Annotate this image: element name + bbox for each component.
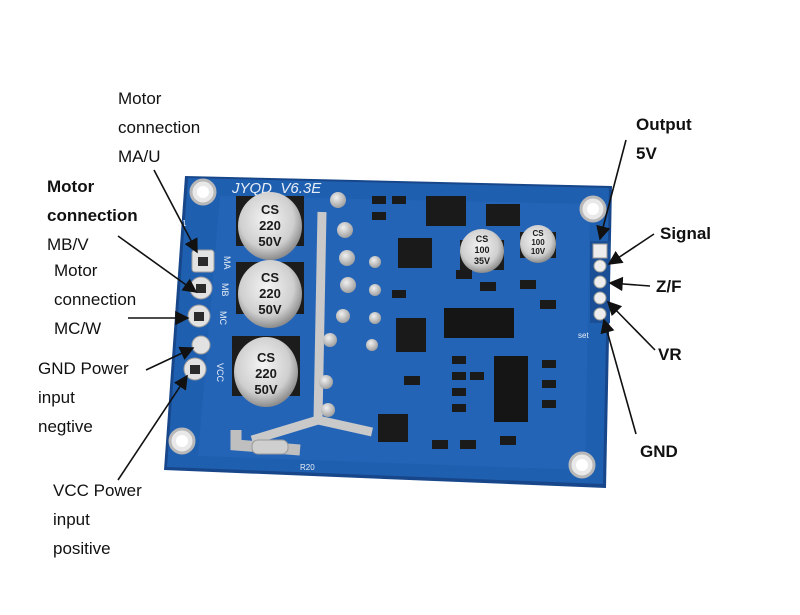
- arrow-vcc-power: [117, 374, 188, 481]
- solder-bus: [230, 192, 381, 456]
- signal-header: [590, 241, 610, 323]
- pin-label-ma: MA: [222, 256, 232, 270]
- label-gnd-power: GND Power input negtive: [38, 354, 129, 441]
- arrow-gnd-power: [145, 346, 195, 371]
- cap-small1-line3: 35V: [474, 256, 490, 266]
- label-vr: VR: [658, 345, 682, 364]
- arrow-output: [596, 139, 627, 241]
- capacitor-c1: CS 220 50V: [236, 192, 304, 260]
- label-signal: Signal: [660, 224, 712, 243]
- mounting-holes: [168, 178, 607, 479]
- callout-arrows: [117, 139, 656, 481]
- cap1-line3: 50V: [258, 234, 281, 249]
- cap2-line1: CS: [261, 270, 279, 285]
- cap-small1-line1: CS: [476, 234, 489, 244]
- label-vcc-power-line1: VCC Power: [53, 481, 142, 500]
- label-mb-line2: connection: [47, 206, 138, 225]
- smd-components: [372, 196, 556, 449]
- label-vcc-power: VCC Power input positive: [53, 476, 142, 563]
- arrow-ma: [153, 169, 198, 254]
- cap1-line2: 220: [259, 218, 281, 233]
- label-zf: Z/F: [656, 277, 682, 296]
- label-ma-line1: Motor: [118, 89, 162, 108]
- cap1-line1: CS: [261, 202, 279, 217]
- label-output: Output 5V: [636, 110, 692, 168]
- arrow-vr: [606, 300, 656, 351]
- capacitor-small-1: CS 100 35V: [460, 229, 504, 273]
- chips: [378, 196, 528, 442]
- label-motor-ma: Motor connection MA/U: [118, 84, 200, 171]
- label-gnd: GND: [640, 442, 678, 461]
- arrow-zf: [608, 276, 651, 292]
- label-mb-line1: Motor: [47, 177, 95, 196]
- label-mc-line2: connection: [54, 290, 137, 309]
- label-gnd-power-line1: GND Power: [38, 359, 129, 378]
- label-mc-line3: MC/W: [54, 319, 102, 338]
- label-ma-line3: MA/U: [118, 147, 161, 166]
- capacitor-c2: CS 220 50V: [236, 260, 304, 328]
- label-output-line2: 5V: [636, 144, 657, 163]
- label-mc-line1: Motor: [54, 261, 98, 280]
- label-gnd-power-line2: input: [38, 388, 75, 407]
- cap2-line2: 220: [259, 286, 281, 301]
- label-gnd-power-line3: negtive: [38, 417, 93, 436]
- label-vcc-power-line3: positive: [53, 539, 111, 558]
- label-motor-mb: Motor connection MB/V: [47, 172, 138, 259]
- cap-small2-line2: 100: [531, 238, 545, 247]
- cap-small2-line3: 10V: [531, 247, 546, 256]
- arrow-mb: [117, 235, 198, 293]
- cap3-line3: 50V: [254, 382, 277, 397]
- cap-small2-line1: CS: [532, 229, 544, 238]
- capacitor-small-2: CS 100 10V: [520, 225, 556, 263]
- label-motor-mc: Motor connection MC/W: [54, 256, 136, 343]
- label-vcc-power-line2: input: [53, 510, 90, 529]
- cap-small1-line2: 100: [474, 245, 489, 255]
- r20-label: R20: [300, 463, 315, 472]
- arrow-signal: [607, 233, 655, 265]
- cap3-line1: CS: [257, 350, 275, 365]
- label-output-line1: Output: [636, 115, 692, 134]
- cap3-line2: 220: [255, 366, 277, 381]
- arrow-gnd: [600, 318, 637, 435]
- set-label: set: [578, 331, 589, 340]
- pin-label-vcc: VCC: [215, 363, 225, 383]
- board-model-label: JYQD_V6.3E: [231, 180, 322, 197]
- capacitor-c3: CS 220 50V: [232, 336, 300, 407]
- label-mb-line3: MB/V: [47, 235, 89, 254]
- label-ma-line2: connection: [118, 118, 201, 137]
- cap2-line3: 50V: [258, 302, 281, 317]
- pin-label-mb: MB: [220, 283, 230, 297]
- pin-label-mc: MC: [218, 311, 228, 325]
